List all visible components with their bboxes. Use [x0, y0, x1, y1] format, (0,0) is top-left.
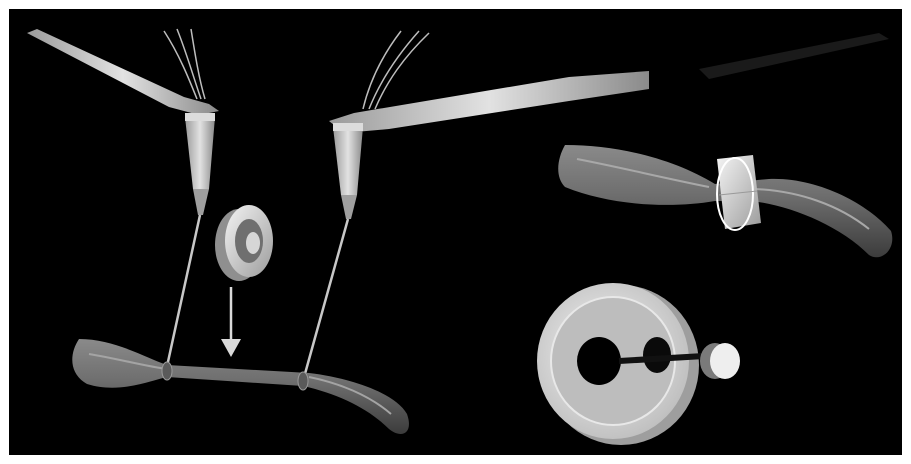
dilated-vessel [72, 339, 409, 434]
vessel-with-ring [558, 145, 892, 257]
down-arrow [221, 287, 241, 357]
right-needle [303, 123, 363, 381]
left-needle [166, 113, 215, 371]
faded-instrument [699, 33, 889, 79]
illustration-panel [9, 9, 902, 455]
left-forceps [27, 29, 219, 115]
floating-ring [215, 205, 273, 281]
right-forceps [329, 31, 649, 133]
ring-cross-section [537, 283, 740, 445]
illustration-svg [9, 9, 902, 455]
